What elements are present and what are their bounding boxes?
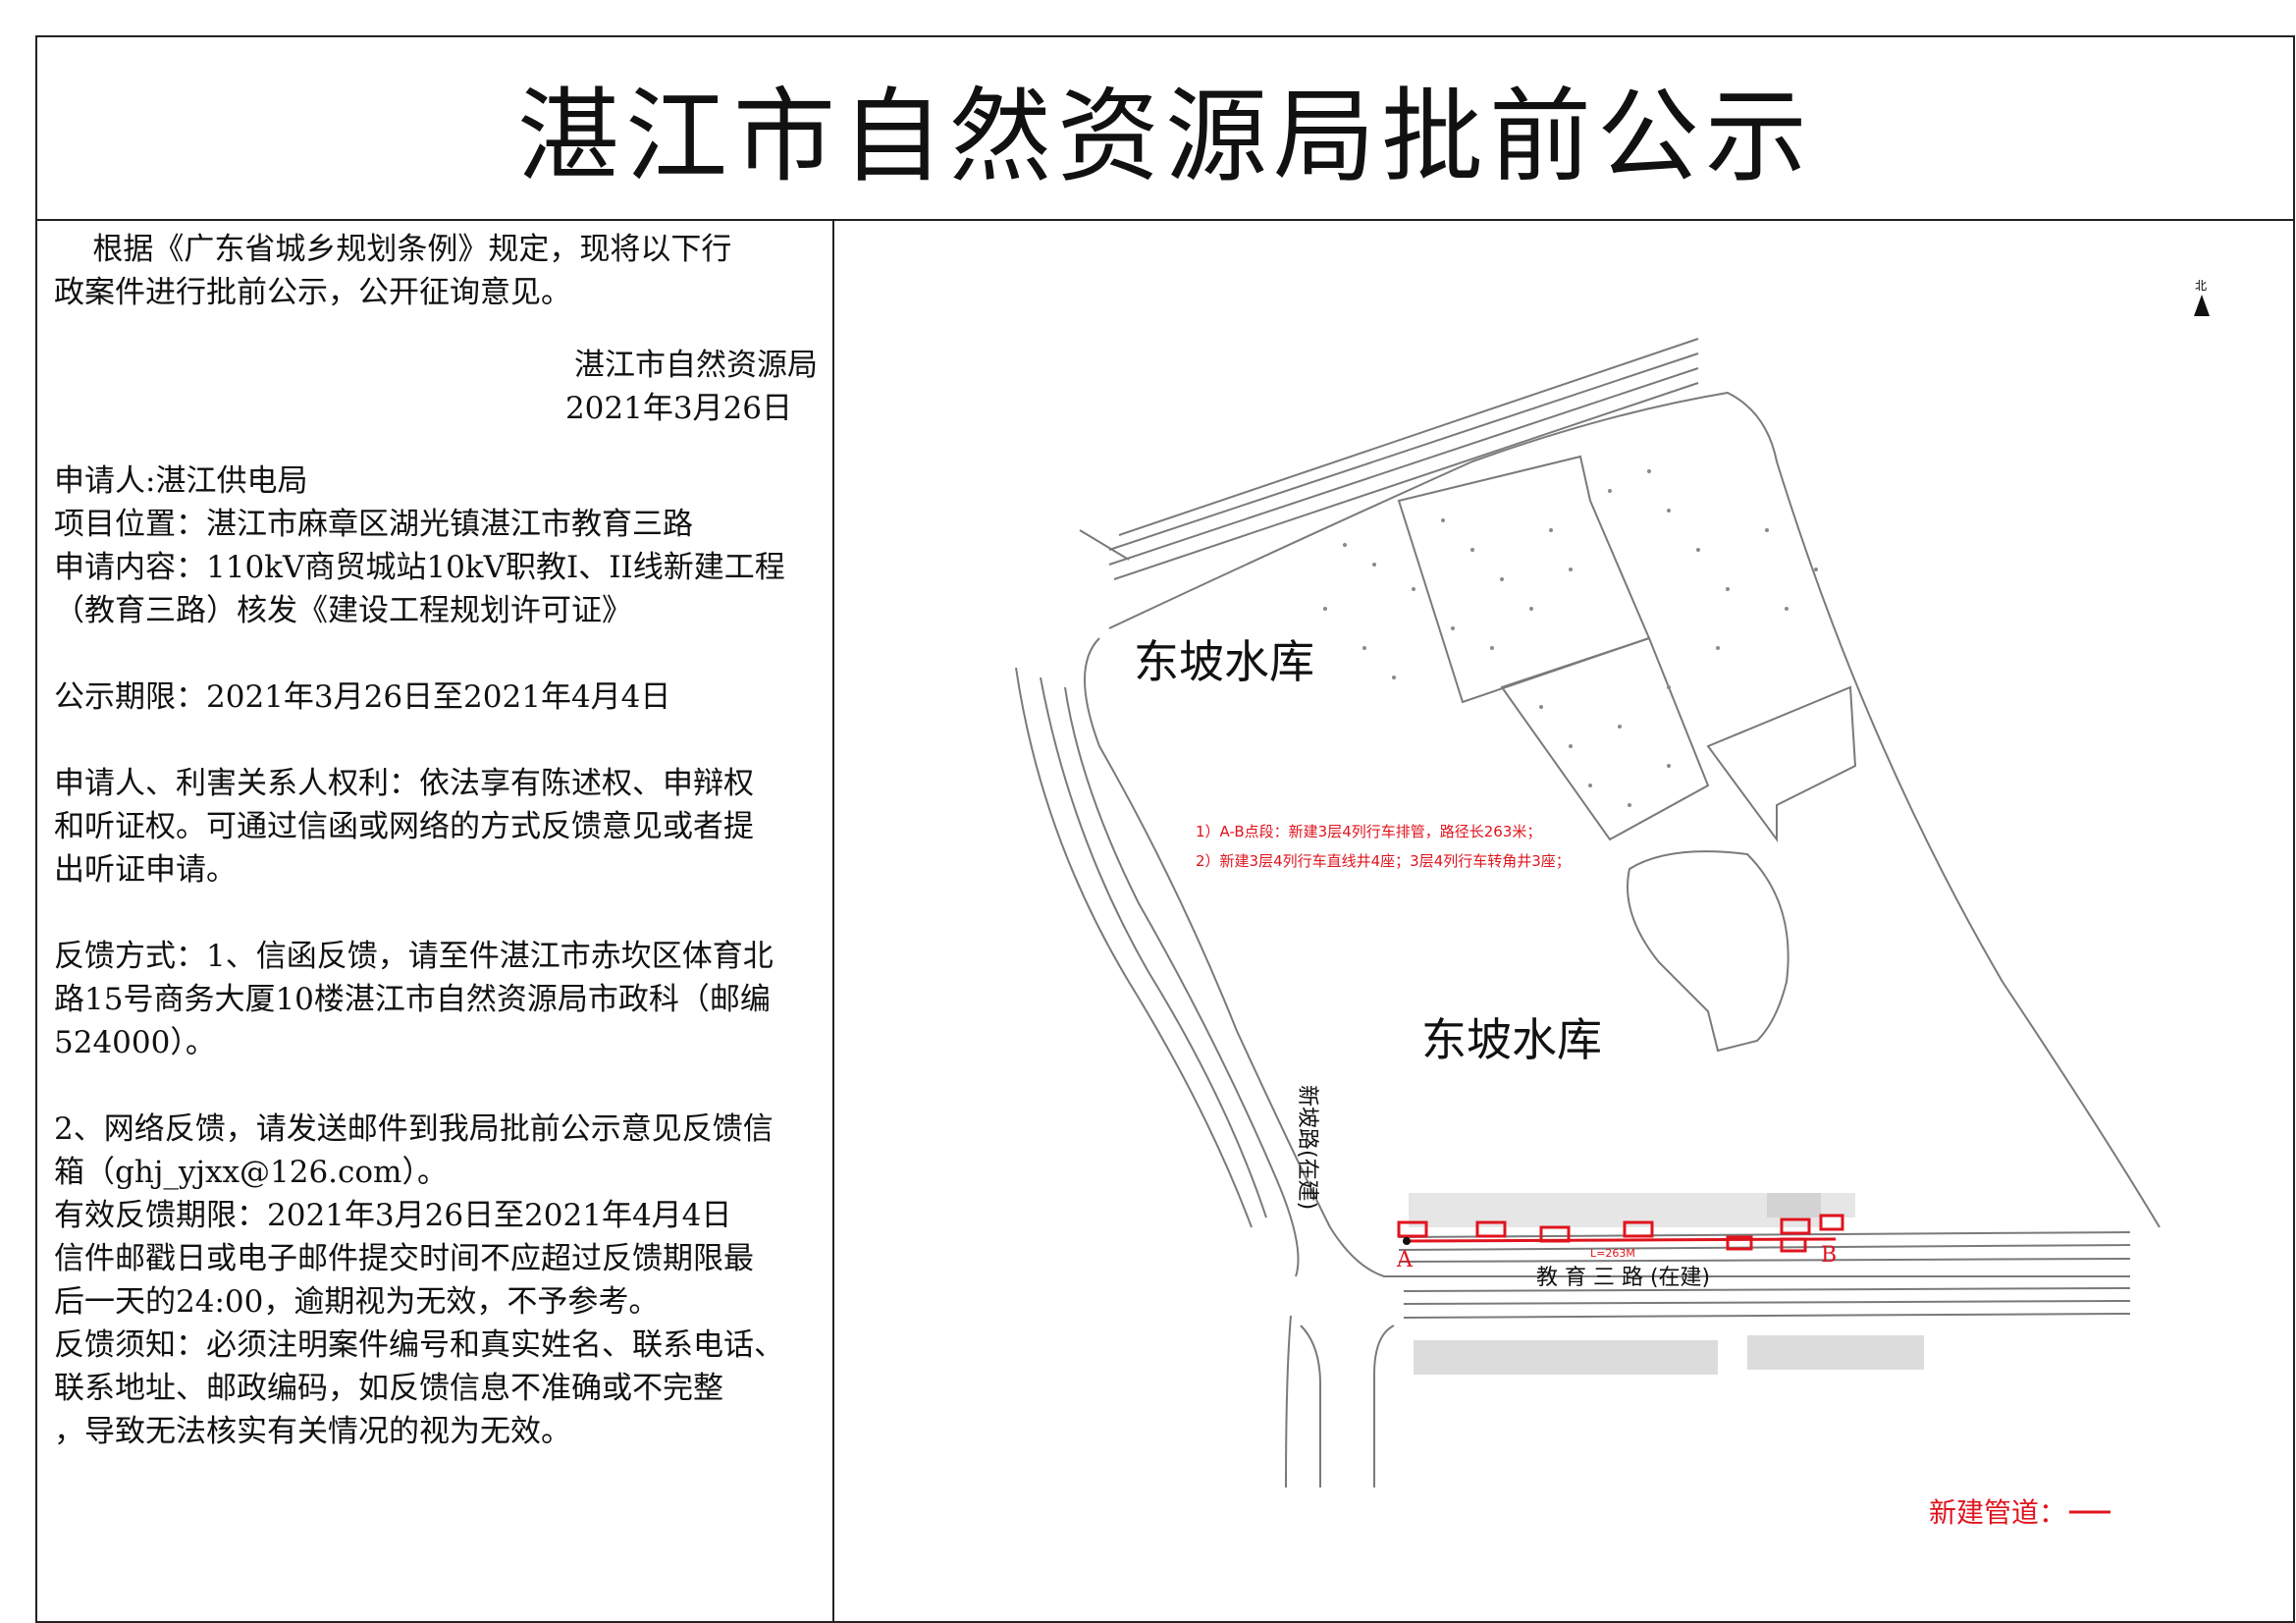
- note-line-2: 2）新建3层4列行车直线井4座；3层4列行车转角井3座；: [1196, 852, 1571, 870]
- spacer: [54, 430, 829, 460]
- legend-label: 新建管道：: [1929, 1496, 2066, 1529]
- page-title: 湛江市自然资源局批前公示: [516, 77, 1813, 196]
- reservoir-label-south: 东坡水库: [1421, 1013, 1602, 1066]
- point-b-label: B: [1821, 1243, 1837, 1268]
- feedback-line-2: 路15号商务大厦10楼湛江市自然资源局市政科（邮编: [54, 982, 771, 1017]
- online-feedback-2: 箱（ghj_yjxx@126.com）。: [54, 1155, 448, 1190]
- rights-line-1: 申请人、利害关系人权利：依法享有陈述权、申辩权: [54, 766, 754, 801]
- issuer: 湛江市自然资源局: [574, 348, 818, 383]
- notice-period: 公示期限：2021年3月26日至2021年4月4日: [54, 679, 671, 715]
- requirement-line-3: ，导致无法核实有关情况的视为无效。: [54, 1414, 571, 1449]
- spacer: [54, 1064, 829, 1108]
- applicant: 申请人:湛江供电局: [54, 463, 308, 499]
- intro-line-1: 根据《广东省城乡规划条例》规定，现将以下行: [54, 228, 829, 271]
- spacer: [54, 314, 829, 344]
- road-horizontal-label: 教 育 三 路 (在建): [1536, 1266, 1710, 1290]
- feedback-line-1: 反馈方式：1、信函反馈，请至件湛江市赤坎区体育北: [54, 939, 774, 974]
- feedback-line-3: 524000）。: [54, 1025, 216, 1060]
- intro-line-1-text: 根据《广东省城乡规划条例》规定，现将以下行: [92, 232, 732, 267]
- notice-frame: [35, 35, 2295, 1623]
- north-label: 北: [2195, 279, 2207, 293]
- spacer: [54, 632, 829, 676]
- point-a-label: A: [1396, 1248, 1414, 1272]
- vegetation-dots: [1323, 469, 1818, 807]
- new-pipeline: [1397, 1214, 1844, 1253]
- road-vertical-label: 新坡路(在建): [1295, 1085, 1319, 1210]
- title-band: 湛江市自然资源局批前公示: [35, 35, 2295, 221]
- deadline-line-2: 后一天的24:00，逾期视为无效，不予参考。: [54, 1284, 660, 1320]
- application-content-1: 申请内容：110kV商贸城站10kV职教I、II线新建工程: [54, 550, 785, 585]
- rights-line-3: 出听证申请。: [54, 852, 237, 888]
- length-label: L=263M: [1590, 1247, 1635, 1260]
- application-content-2: （教育三路）核发《建设工程规划许可证》: [54, 593, 632, 628]
- requirement-line-1: 反馈须知：必须注明案件编号和真实姓名、联系电话、: [54, 1327, 784, 1363]
- spacer: [54, 892, 829, 935]
- spacer: [54, 719, 829, 762]
- valid-period: 有效反馈期限：2021年3月26日至2021年4月4日: [54, 1198, 732, 1233]
- deadline-line-1: 信件邮戳日或电子邮件提交时间不应超过反馈期限最: [54, 1241, 754, 1276]
- column-divider: [832, 221, 834, 1623]
- project-location: 项目位置：湛江市麻章区湖光镇湛江市教育三路: [54, 507, 693, 542]
- intro-line-2: 政案件进行批前公示，公开征询意见。: [54, 275, 571, 310]
- north-arrow-icon: [2194, 295, 2210, 316]
- requirement-line-2: 联系地址、邮政编码，如反馈信息不准确或不完整: [54, 1371, 723, 1406]
- online-feedback-1: 2、网络反馈，请发送邮件到我局批前公示意见反馈信: [54, 1111, 774, 1147]
- notice-text: 根据《广东省城乡规划条例》规定，现将以下行 政案件进行批前公示，公开征询意见。 …: [54, 228, 829, 1453]
- issue-date: 2021年3月26日: [564, 391, 792, 426]
- point-a-marker: [1403, 1237, 1411, 1245]
- site-plan-map: 北 东坡水库 东坡水库 新坡路(在建) 教 育 三 路 (在建) 1）A-B点段…: [1015, 279, 2210, 1529]
- note-line-1: 1）A-B点段：新建3层4列行车排管，路径长263米；: [1196, 823, 1541, 840]
- reservoir-label-north: 东坡水库: [1134, 635, 1314, 688]
- rights-line-2: 和听证权。可通过信函或网络的方式反馈意见或者提: [54, 809, 754, 844]
